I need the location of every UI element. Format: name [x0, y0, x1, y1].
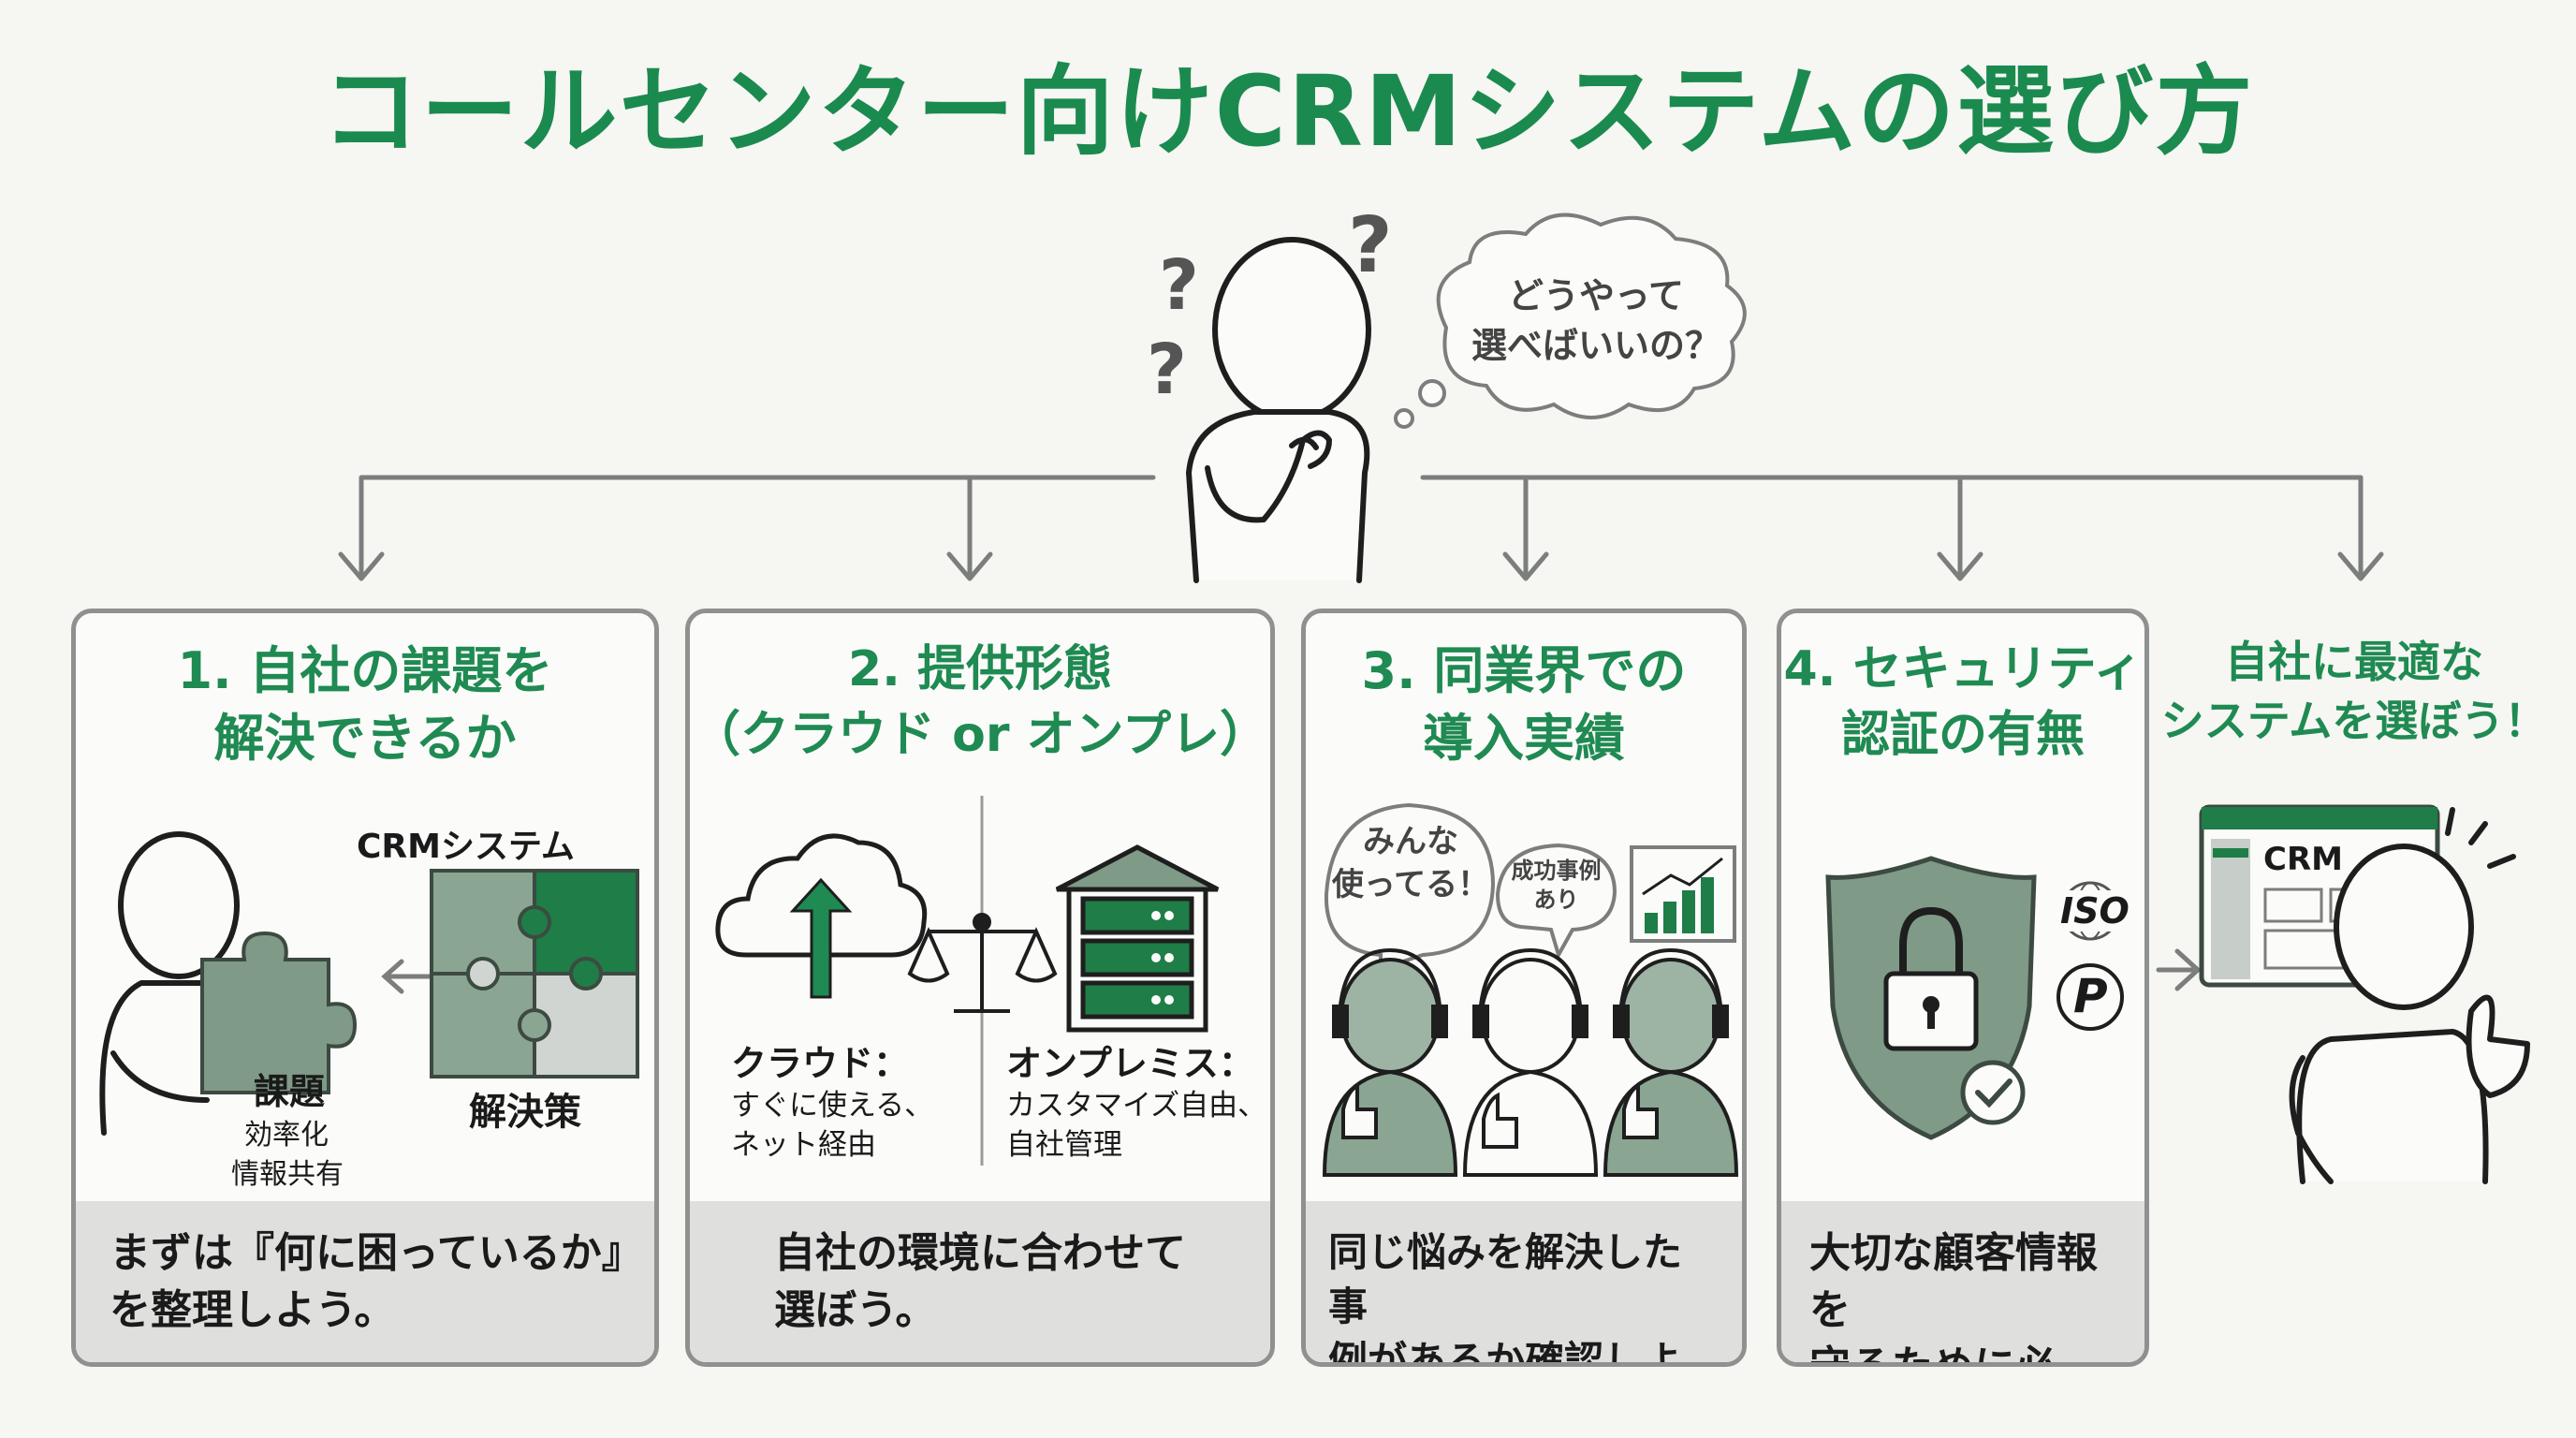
connector-to-final	[1420, 475, 2364, 576]
solution-label: 解決策	[469, 1091, 581, 1134]
card-2-deployment-type: 2. 提供形態 （クラウド or オンプレ）	[685, 609, 1275, 1367]
card-1-footer: まずは『何に困っているか』 を整理しよう。	[76, 1201, 654, 1362]
cloud-desc-2: ネット経由	[731, 1128, 876, 1162]
card-2-title: 2. 提供形態 （クラウド or オンプレ）	[691, 641, 1269, 763]
cloud-desc-1: すぐに使える、	[731, 1089, 934, 1123]
puzzle-piece-icon	[200, 931, 358, 1094]
onprem-desc-2: 自社管理	[1006, 1128, 1122, 1162]
card-3-title: 3. 同業界での 導入実績	[1361, 641, 1687, 769]
speech-bubble-icon	[1324, 802, 1496, 972]
card-2-footer: 自社の環境に合わせて 選ぼう。	[690, 1201, 1270, 1362]
issue-sub-sharing: 情報共有	[231, 1158, 344, 1191]
cloud-upload-icon	[715, 833, 928, 999]
balance-scale-icon	[907, 913, 1058, 1013]
privacy-mark-icon	[2056, 963, 2124, 1031]
card-1-own-issues: 1. 自社の課題を 解決できるか CRMシステム 課題 効率化 情報共有 解決策…	[71, 609, 659, 1367]
connector-to-card-1	[359, 475, 1156, 576]
crm-system-label: CRMシステム	[357, 828, 575, 866]
card-1-illustration	[99, 831, 639, 1136]
card-3-footer: 同じ悩みを解決した事 例があるか確認しよう。	[1306, 1201, 1742, 1362]
card-4-title: 4. セキュリティ 認証の有無	[1783, 641, 2143, 763]
puzzle-grid-icon	[430, 869, 639, 1078]
onprem-label: オンプレミス：	[1006, 1043, 1254, 1084]
final-message: 自社に最適な システムを選ぼう！	[2160, 637, 2548, 747]
on-premise-server-icon	[1055, 844, 1220, 1033]
person-icon	[118, 831, 240, 979]
cloud-label: クラウド：	[731, 1043, 910, 1084]
issue-label: 課題	[254, 1071, 326, 1112]
onprem-desc-1: カスタマイズ自由、	[1006, 1089, 1267, 1123]
speech-bubble-icon	[1495, 843, 1617, 961]
card-3-industry-track-record: 3. 同業界での 導入実績	[1301, 609, 1747, 1367]
growth-chart-icon	[1630, 845, 1736, 943]
card-4-security-certification: 4. セキュリティ 認証の有無 ISO P 大切な顧客情報を 守るために必須。	[1777, 609, 2149, 1367]
thought-bubble-text: どうやって 選べばいいの？	[1471, 275, 1720, 367]
card-4-footer: 大切な顧客情報を 守るために必須。	[1781, 1201, 2144, 1362]
card-3-illustration	[1322, 802, 1739, 1177]
card-1-title: 1. 自社の課題を 解決できるか	[177, 641, 553, 769]
card-4-illustration	[1825, 856, 2124, 1140]
card-2-illustration	[715, 796, 1220, 1166]
operator-group-icon	[1322, 947, 1739, 1177]
success-case-bubble-text: 成功事例 あり	[1511, 858, 1602, 914]
iso-label: ISO	[2058, 890, 2131, 932]
privacy-mark-label: P	[2073, 969, 2108, 1023]
page-title: コールセンター向けCRMシステムの選び方	[321, 54, 2255, 169]
check-badge-icon	[1960, 1060, 2026, 1125]
everyone-uses-bubble-text: みんな 使ってる！	[1331, 823, 1490, 903]
issue-sub-efficiency: 効率化	[244, 1119, 329, 1152]
crm-screen-label: CRM	[2263, 841, 2343, 878]
